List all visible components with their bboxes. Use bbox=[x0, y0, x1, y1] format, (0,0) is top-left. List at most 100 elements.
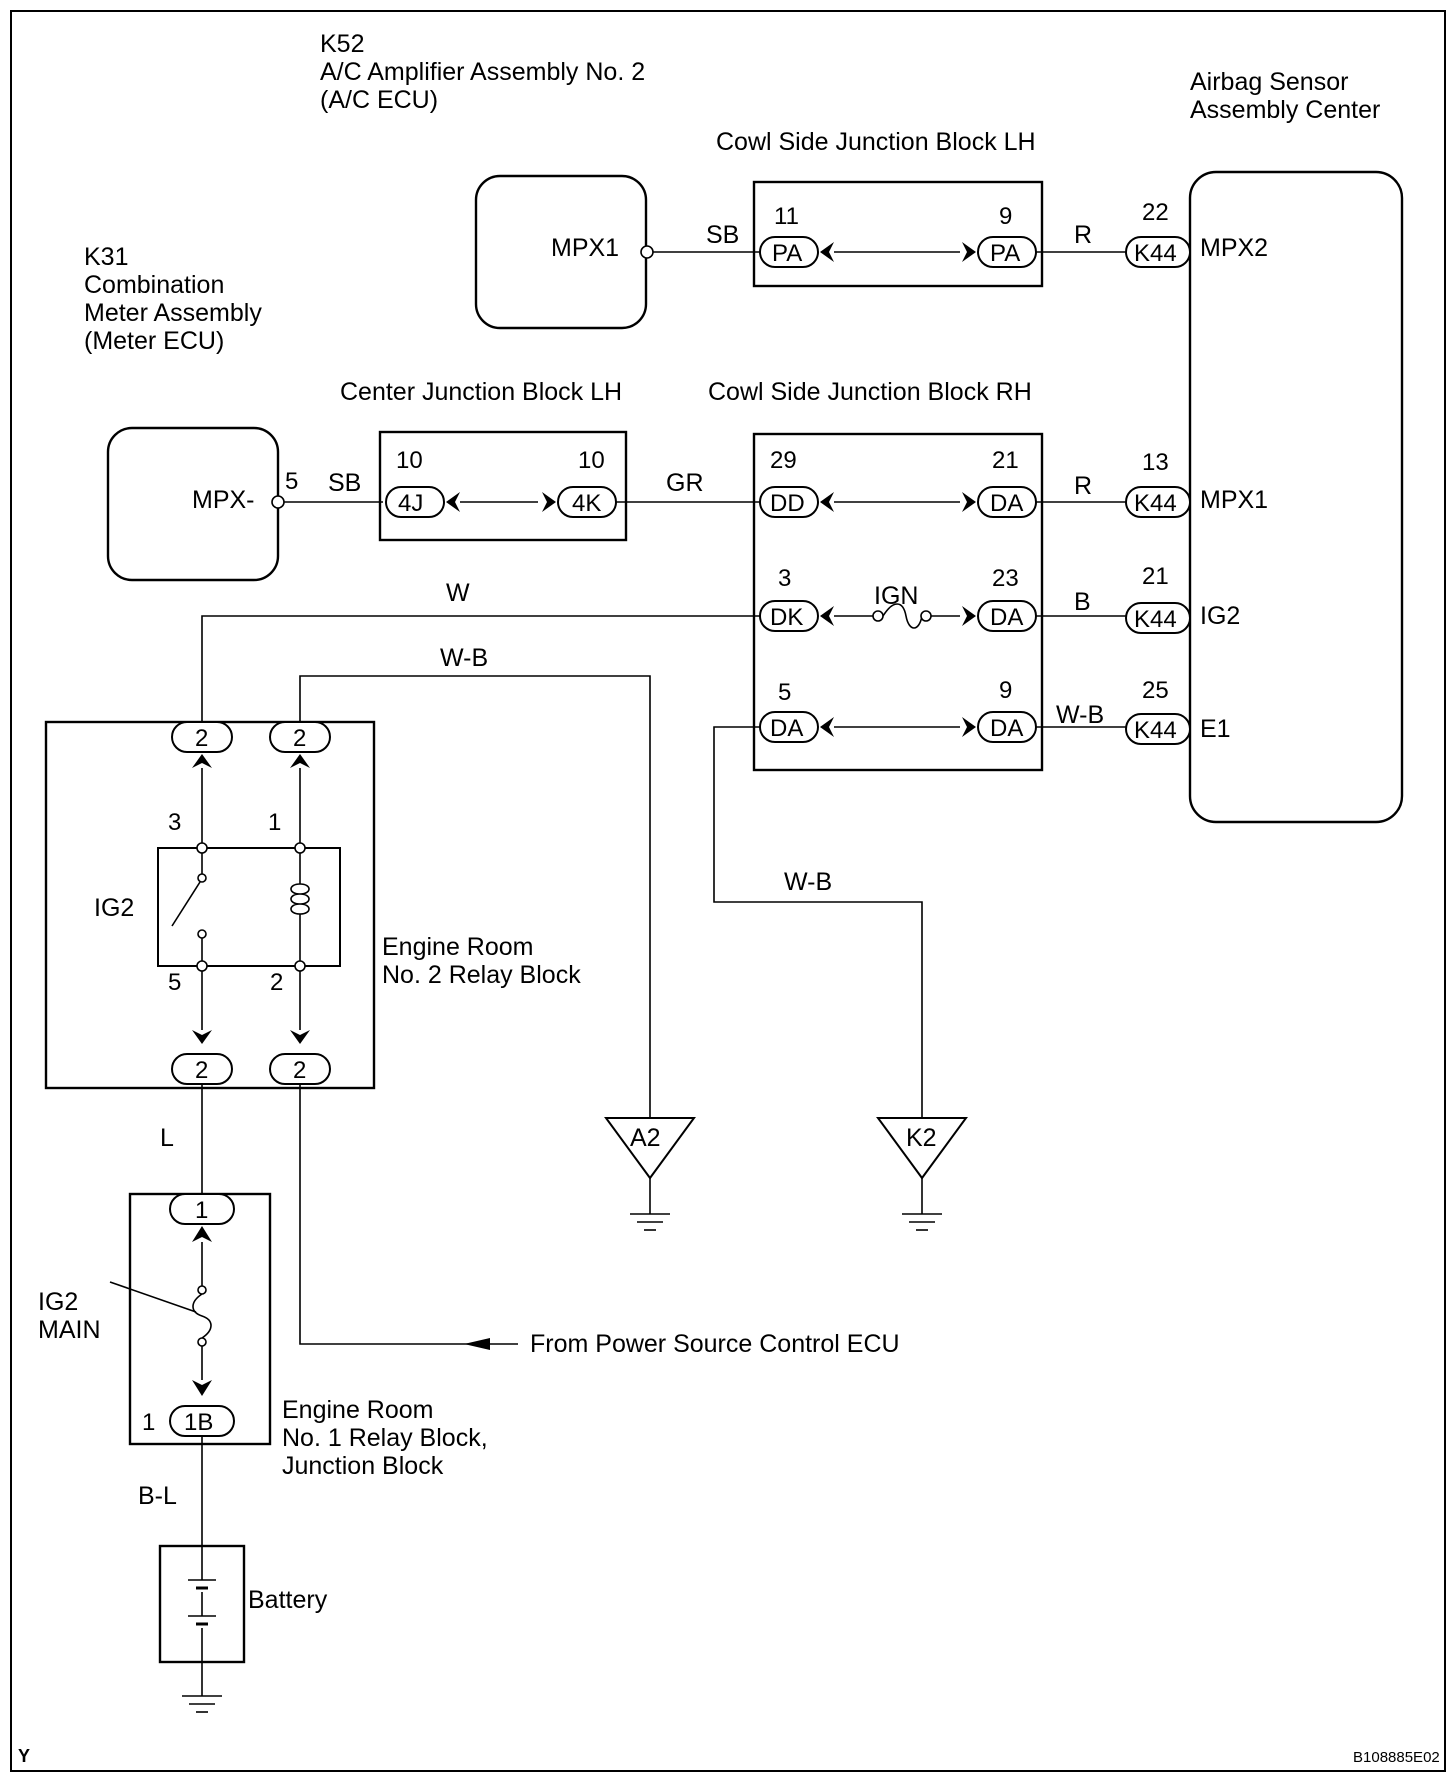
connector-da-23-label: DA bbox=[990, 604, 1023, 631]
relay-coil-icon bbox=[290, 883, 310, 915]
pin-cowl-lh-11: 11 bbox=[774, 203, 799, 230]
ground-a2-symbol bbox=[604, 1117, 696, 1180]
pin-cjb-10-right: 10 bbox=[578, 447, 605, 474]
connector-da-5-label: DA bbox=[770, 715, 803, 742]
fuse-ig2-main-label-1: IG2 bbox=[38, 1288, 78, 1316]
arrow-pa-left bbox=[820, 242, 834, 262]
pin-rh-3: 3 bbox=[778, 565, 791, 592]
wire-label-b-l: B-L bbox=[138, 1482, 177, 1510]
relay-contact-2 bbox=[294, 960, 306, 972]
wire-wb-k2 bbox=[713, 726, 923, 1118]
wire-label-gr: GR bbox=[666, 469, 704, 497]
battery-label: Battery bbox=[248, 1586, 328, 1614]
wire-label-sb-2: SB bbox=[328, 469, 361, 497]
meter-code: K31 bbox=[84, 243, 128, 271]
relay-switch-fixed bbox=[197, 929, 207, 939]
wire-label-wb-2: W-B bbox=[440, 644, 488, 672]
connector-dd bbox=[759, 486, 819, 518]
connector-k44-mpx2-label: K44 bbox=[1134, 240, 1177, 267]
wire-power-source bbox=[299, 1084, 488, 1345]
center-lh-box bbox=[378, 430, 628, 542]
fuse-ign-label: IGN bbox=[874, 582, 918, 610]
fuse-ig2-main-terminal-top bbox=[197, 1285, 207, 1295]
relay-contact-5 bbox=[196, 960, 208, 972]
pin-rh-5: 5 bbox=[778, 679, 791, 706]
ac-amp-name: A/C Amplifier Assembly No. 2 bbox=[320, 58, 645, 86]
connector-da-21-label: DA bbox=[990, 490, 1023, 517]
connector-4j bbox=[385, 486, 445, 518]
connector-2-top-right-label: 2 bbox=[293, 725, 306, 752]
wire-label-sb-1: SB bbox=[706, 221, 739, 249]
pin-rh-9: 9 bbox=[999, 677, 1012, 704]
center-lh-title: Center Junction Block LH bbox=[340, 378, 622, 406]
arrow-power-source bbox=[464, 1338, 490, 1350]
pin-rh-29: 29 bbox=[770, 447, 797, 474]
ig2-relay-box bbox=[157, 847, 341, 967]
airbag-pin-mpx2: MPX2 bbox=[1200, 234, 1268, 262]
arrow-pa-right bbox=[962, 242, 976, 262]
pin-k44-21: 21 bbox=[1142, 563, 1169, 590]
cowl-lh-title: Cowl Side Junction Block LH bbox=[716, 128, 1036, 156]
ac-amp-terminal bbox=[640, 245, 654, 259]
connector-pa-left bbox=[759, 236, 819, 268]
arrow-connector-1b bbox=[192, 1380, 212, 1396]
fuse-ig2-main-label-2: MAIN bbox=[38, 1316, 101, 1344]
footer-figure-id: B108885E02 bbox=[1353, 1749, 1440, 1766]
wire-w bbox=[201, 615, 760, 722]
connector-4j-label: 4J bbox=[398, 490, 423, 517]
cowl-lh-box bbox=[752, 180, 1044, 288]
airbag-sensor-name-2: Assembly Center bbox=[1190, 96, 1380, 124]
wire-label-wb-3: W-B bbox=[784, 868, 832, 896]
connector-k44-ig2 bbox=[1125, 602, 1191, 634]
arrow-da-9 bbox=[962, 717, 976, 737]
arrow-4j bbox=[446, 492, 460, 512]
ac-amp-ecu: (A/C ECU) bbox=[320, 86, 438, 114]
pin-relay-1: 1 bbox=[268, 809, 281, 836]
arrow-da-21 bbox=[962, 492, 976, 512]
arrow-4k bbox=[542, 492, 556, 512]
arrow-dd bbox=[820, 492, 834, 512]
connector-pa-left-label: PA bbox=[772, 240, 802, 267]
cowl-rh-box bbox=[752, 432, 1044, 772]
ground-k2-symbol bbox=[876, 1117, 968, 1180]
pin-cowl-lh-9: 9 bbox=[999, 203, 1012, 230]
meter-pin-no: 5 bbox=[285, 468, 298, 495]
airbag-sensor-name-1: Airbag Sensor bbox=[1190, 68, 1348, 96]
relay-contact-1 bbox=[294, 842, 306, 854]
fuse-ign-terminal-right bbox=[920, 610, 932, 622]
relay-block-2-name-1: Engine Room bbox=[382, 933, 533, 961]
relay-block-1-name-3: Junction Block bbox=[282, 1452, 444, 1480]
fuse-ig2-main-terminal-bottom bbox=[197, 1337, 207, 1347]
fuse-ign-icon bbox=[882, 603, 923, 629]
wire-label-wb-1: W-B bbox=[1056, 701, 1104, 729]
connector-pa-right-label: PA bbox=[990, 240, 1020, 267]
fuse-ign-terminal-left bbox=[872, 610, 884, 622]
ac-amp-code: K52 bbox=[320, 30, 364, 58]
meter-name-3: (Meter ECU) bbox=[84, 327, 224, 355]
meter-name-1: Combination bbox=[84, 271, 224, 299]
arrow-top-left bbox=[192, 754, 212, 768]
connector-da-9-label: DA bbox=[990, 715, 1023, 742]
connector-1b-label: 1B bbox=[184, 1409, 213, 1436]
connector-k44-mpx2 bbox=[1125, 236, 1191, 268]
relay-block-1-name-2: No. 1 Relay Block, bbox=[282, 1424, 488, 1452]
ground-a2-label: A2 bbox=[630, 1124, 661, 1152]
airbag-pin-mpx1: MPX1 bbox=[1200, 486, 1268, 514]
wire-label-r-1: R bbox=[1074, 221, 1092, 249]
arrow-bottom-left bbox=[192, 1030, 212, 1044]
wire-label-b: B bbox=[1074, 588, 1091, 616]
fuse-ig2-main-icon bbox=[192, 1293, 212, 1339]
meter-terminal bbox=[271, 495, 285, 509]
wire-label-l: L bbox=[160, 1124, 174, 1152]
relay-switch-icon bbox=[171, 881, 201, 927]
cowl-rh-title: Cowl Side Junction Block RH bbox=[708, 378, 1032, 406]
connector-1 bbox=[169, 1193, 235, 1225]
meter-name-2: Meter Assembly bbox=[84, 299, 262, 327]
relay-contact-3 bbox=[196, 842, 208, 854]
pin-k44-13: 13 bbox=[1142, 449, 1169, 476]
connector-k44-mpx1 bbox=[1125, 486, 1191, 518]
pin-k44-22: 22 bbox=[1142, 199, 1169, 226]
pin-relay-3: 3 bbox=[168, 809, 181, 836]
connector-k44-mpx1-label: K44 bbox=[1134, 490, 1177, 517]
connector-k44-e1 bbox=[1125, 713, 1191, 745]
